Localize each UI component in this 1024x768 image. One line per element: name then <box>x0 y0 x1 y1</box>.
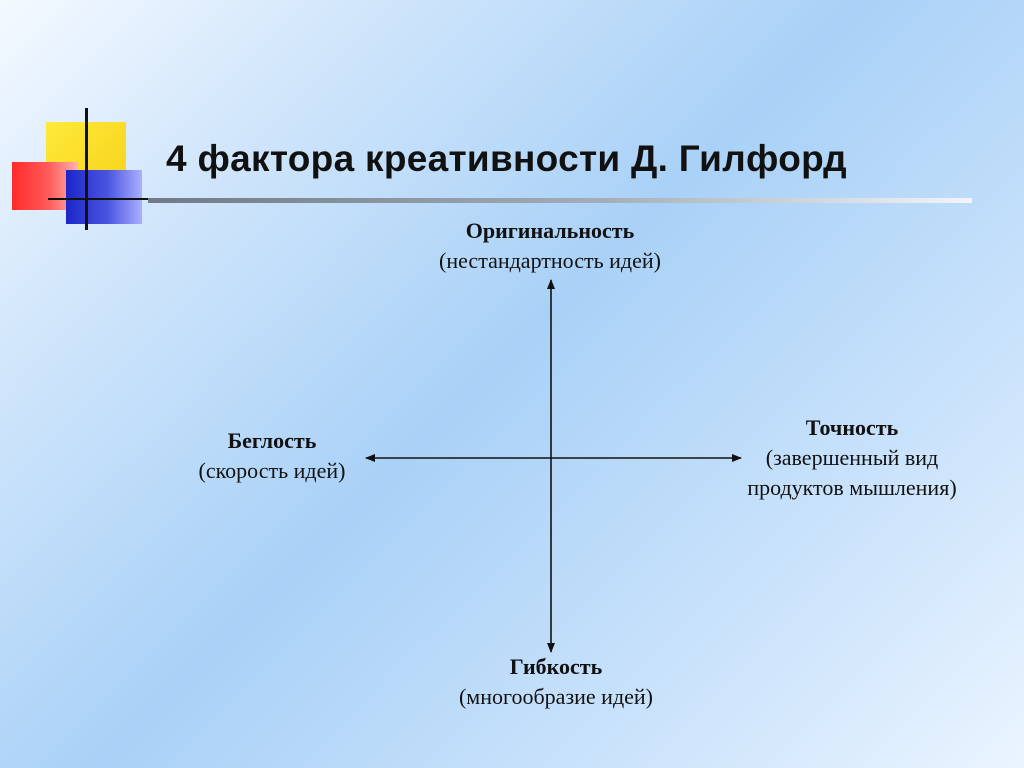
logo-vertical-line <box>85 108 88 230</box>
factor-fluency-desc: (скорость идей) <box>198 458 346 483</box>
factor-originality-name: Оригинальность <box>465 218 635 243</box>
factor-precision-name: Точность <box>805 415 899 440</box>
factor-precision-desc-line2: продуктов мышления) <box>747 475 957 500</box>
factor-originality: Оригинальность (нестандартность идей) <box>400 216 700 276</box>
factor-flexibility: Гибкость (многообразие идей) <box>400 652 712 712</box>
slide-title: 4 фактора креативности Д. Гилфорд <box>166 138 847 179</box>
factor-precision: Точность (завершенный вид продуктов мышл… <box>722 413 982 503</box>
factor-fluency: Беглость (скорость идей) <box>162 426 382 486</box>
factor-fluency-name: Беглость <box>227 428 317 453</box>
logo-blue-square <box>66 170 142 224</box>
factor-precision-desc-line1: (завершенный вид <box>765 445 939 470</box>
factor-flexibility-name: Гибкость <box>509 654 603 679</box>
decorative-logo <box>0 0 160 240</box>
logo-horizontal-line <box>48 198 148 200</box>
factor-originality-desc: (нестандартность идей) <box>439 248 661 273</box>
title-underline <box>148 198 972 203</box>
factor-flexibility-desc: (многообразие идей) <box>458 684 653 709</box>
